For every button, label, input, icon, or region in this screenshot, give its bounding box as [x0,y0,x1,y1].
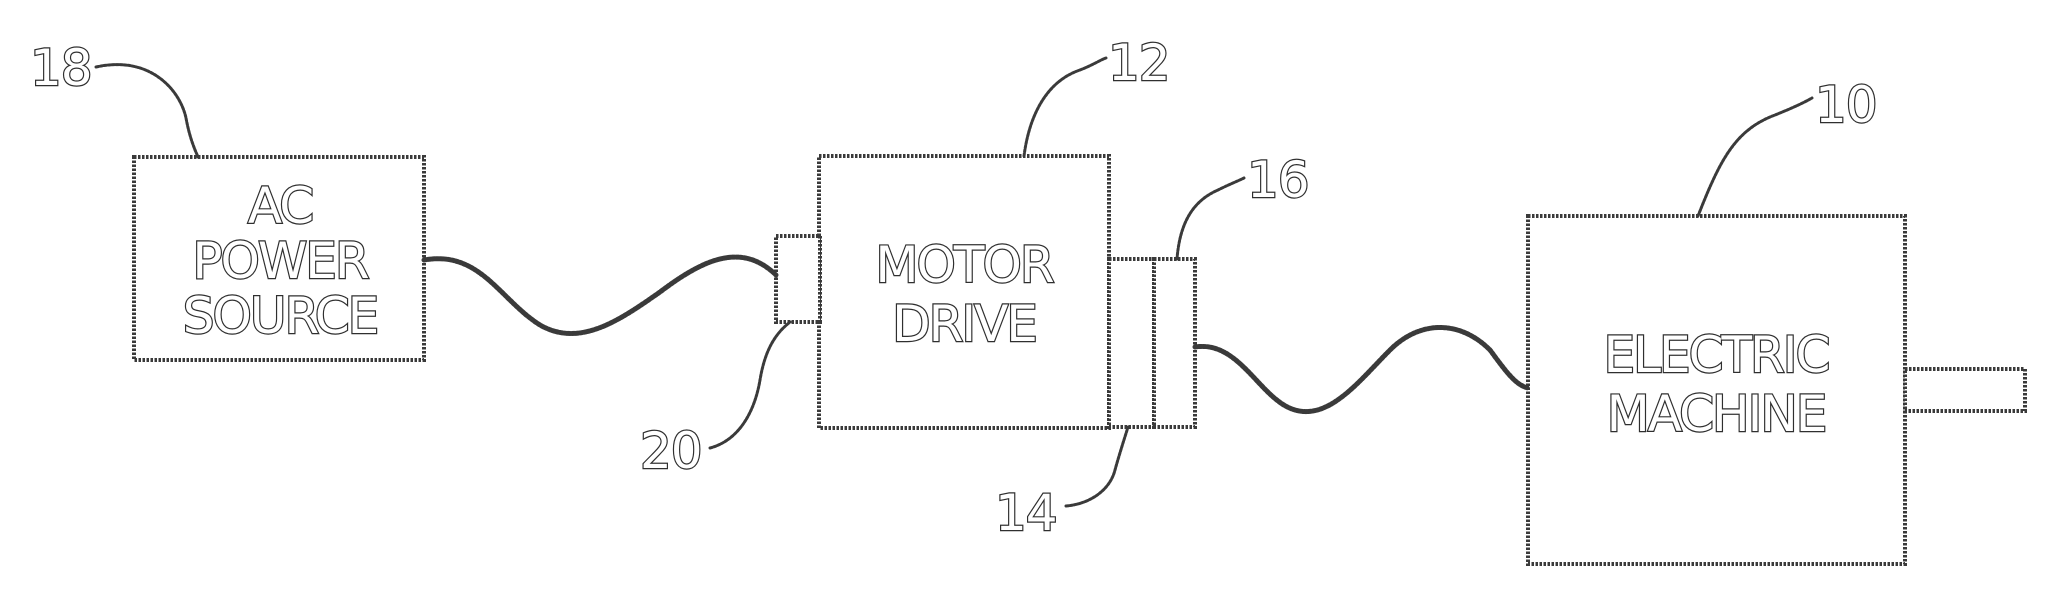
output-connector-16 [1154,259,1195,427]
ref-10: 10 [1815,76,1877,134]
motor-drive-block: MOTOR DRIVE [819,156,1109,428]
ac-power-source-block: AC POWER SOURCE [134,157,424,360]
ref-18: 18 [30,39,92,97]
ref-16: 16 [1247,151,1309,209]
electric-machine-label-line2: MACHINE [1607,385,1826,443]
leader-16 [1177,178,1244,259]
leader-18 [96,65,198,157]
leader-10 [1698,98,1812,216]
motor-drive-label-line1: MOTOR [875,236,1053,294]
input-connector-20 [776,236,820,322]
ref-14: 14 [995,484,1057,542]
ac-power-source-label-line1: AC [248,177,312,235]
power-cable [424,257,776,333]
leader-14 [1066,427,1128,506]
ref-12: 12 [1108,34,1170,92]
electric-machine-label-line1: ELECTRIC [1604,326,1829,384]
ac-power-source-label-line3: SOURCE [183,287,377,345]
output-connector-14 [1109,259,1154,427]
ac-power-source-label-line2: POWER [192,232,369,290]
ref-20: 20 [640,422,702,480]
machine-shaft [1905,369,2025,411]
machine-cable [1195,328,1528,412]
leader-12 [1024,58,1106,156]
electric-machine-block: ELECTRIC MACHINE [1528,216,2025,564]
motor-drive-label-line2: DRIVE [892,295,1036,353]
leader-20 [710,322,790,448]
